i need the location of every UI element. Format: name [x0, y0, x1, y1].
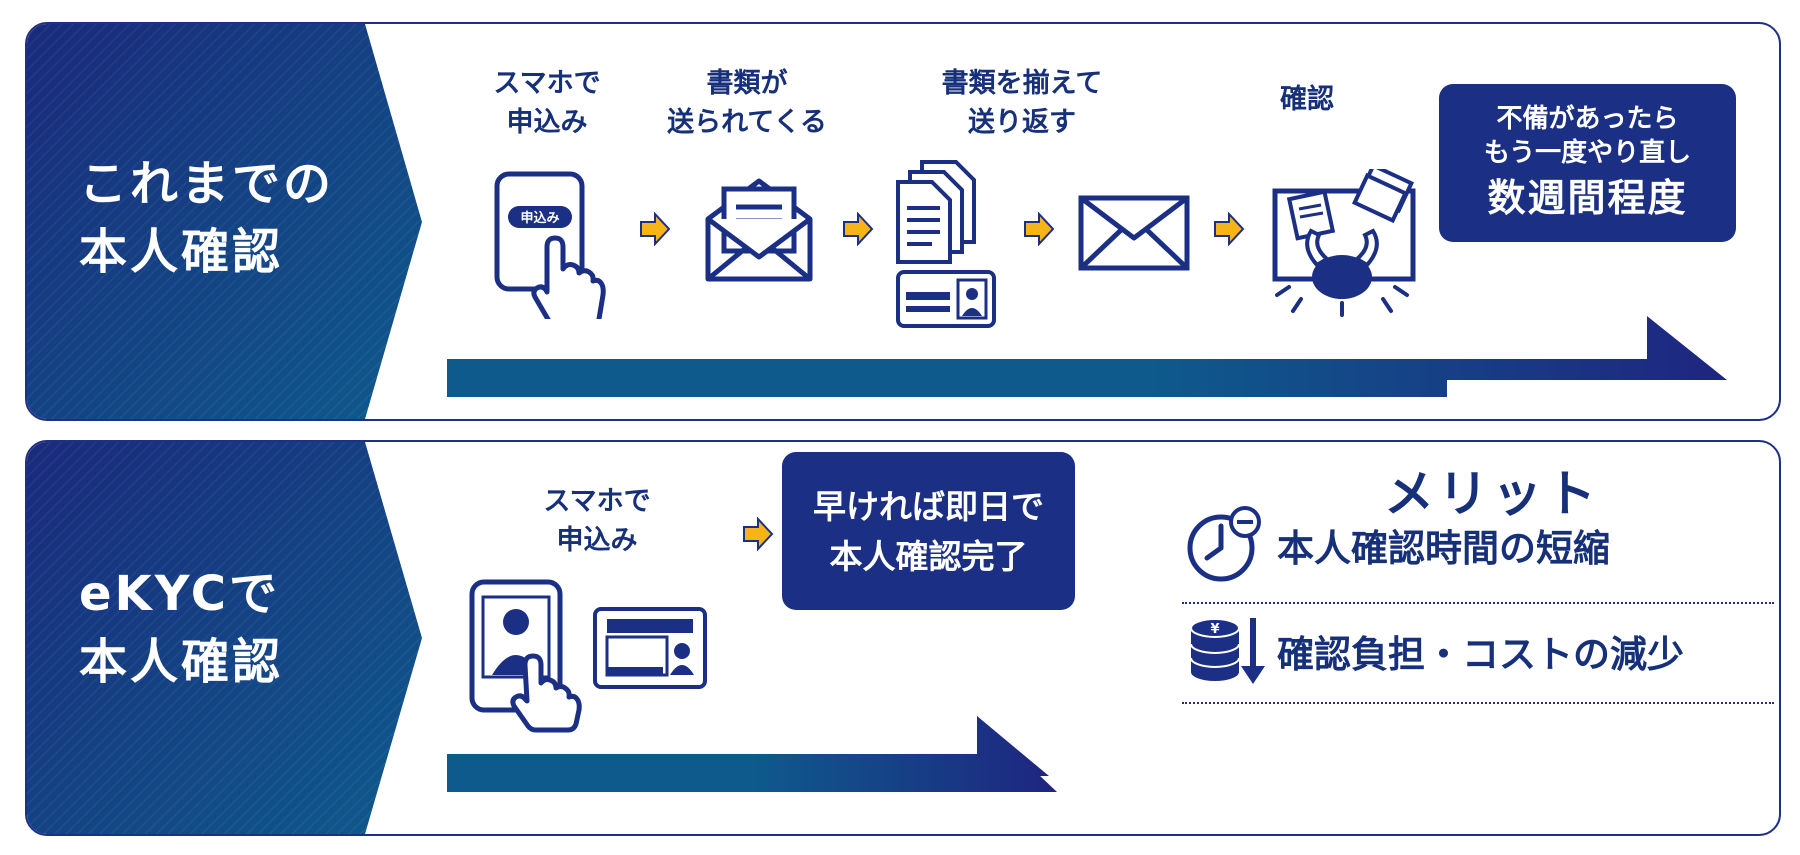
step-verify-label: 確認: [1247, 80, 1367, 119]
flow-arrow-icon: [639, 212, 671, 246]
flow-arrow-icon: [1213, 212, 1245, 246]
closed-envelope-icon: [1077, 194, 1192, 274]
flow-arrow-icon: [1023, 212, 1055, 246]
section-title-line2: 本人確認: [79, 218, 422, 286]
retry-weeks-box: 不備があったら もう一度やり直し 数週間程度: [1439, 84, 1736, 242]
retry-line2: もう一度やり直し: [1439, 136, 1736, 170]
section-title-line1: eKYCで: [79, 560, 422, 628]
section-title-line2: 本人確認: [79, 628, 422, 696]
overwhelmed-person-paperwork-icon: [1267, 169, 1417, 319]
same-day-complete-box: 早ければ即日で 本人確認完了: [782, 452, 1075, 610]
timeline-arrow: [447, 316, 1727, 397]
conventional-verification-panel: これまでの 本人確認 スマホで 申込み 書類が 送られてくる 書類を揃えて 送り…: [25, 22, 1781, 421]
step-apply-label: スマホで 申込み: [467, 64, 627, 142]
same-day-line1: 早ければ即日で: [782, 482, 1075, 532]
smartphone-video-id-icon: [467, 577, 712, 737]
retry-line1: 不備があったら: [1439, 102, 1736, 136]
step-return-docs-label: 書類を揃えて 送り返す: [907, 64, 1137, 142]
open-envelope-letter-icon: [702, 169, 817, 284]
smartphone-tap-icon: 申込み: [492, 169, 607, 319]
merit-cost-reduction: 確認負担・コストの減少: [1277, 624, 1684, 678]
ekyc-verification-panel: eKYCで 本人確認 スマホで 申込み 早ければ即日で 本人確認完了 メリット …: [25, 440, 1781, 836]
merits-heading: メリット: [1292, 454, 1692, 526]
clock-minus-icon: [1185, 506, 1265, 586]
step-docs-sent-label: 書類が 送られてくる: [647, 64, 847, 142]
flow-arrow-icon: [742, 517, 774, 551]
step-apply-label: スマホで 申込み: [517, 482, 677, 560]
divider: [1182, 602, 1774, 604]
divider: [1182, 702, 1774, 704]
same-day-line2: 本人確認完了: [782, 532, 1075, 582]
flow-arrow-icon: [842, 212, 874, 246]
screen-apply-text: 申込み: [520, 210, 559, 226]
merit-time-reduction: 本人確認時間の短縮: [1277, 518, 1610, 572]
yen-coins-down-icon: ¥: [1187, 612, 1267, 692]
documents-and-id-card-icon: [892, 154, 1002, 329]
section-title-line1: これまでの: [79, 150, 422, 218]
section-title: eKYCで 本人確認: [27, 560, 422, 696]
retry-duration: 数週間程度: [1439, 170, 1736, 226]
section-title: これまでの 本人確認: [27, 150, 422, 286]
svg-text:¥: ¥: [1210, 622, 1219, 637]
